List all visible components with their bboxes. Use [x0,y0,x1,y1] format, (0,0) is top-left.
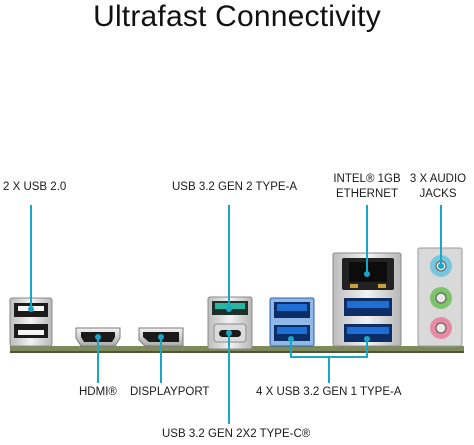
audio-label-line2: JACKS [419,188,457,200]
audio-jacks [417,247,463,347]
audio-label-line1: 3 X AUDIO [409,173,467,185]
hdmi-label: HDMI® [79,386,117,398]
usb-gen1-stack-left [269,297,315,347]
callout-dots [28,263,444,342]
typec-label: USB 3.2 GEN 2X2 TYPE-C® [162,428,311,440]
audio-label: 3 X AUDIO JACKS [404,172,472,202]
callout-lines [30,205,442,424]
usb2-label: 2 X USB 2.0 [3,181,67,193]
ethernet-label-line1: INTEL® 1GB [333,173,401,185]
ethernet-label-line2: ETHERNET [336,188,398,200]
usb-gen1-label: 4 X USB 3.2 GEN 1 TYPE-A [256,386,402,398]
page-title: Ultrafast Connectivity [93,0,381,33]
usb-gen2-label: USB 3.2 GEN 2 TYPE-A [172,181,298,193]
ethernet-label: INTEL® 1GB ETHERNET [326,172,408,202]
displayport-label: DISPLAYPORT [130,386,210,398]
